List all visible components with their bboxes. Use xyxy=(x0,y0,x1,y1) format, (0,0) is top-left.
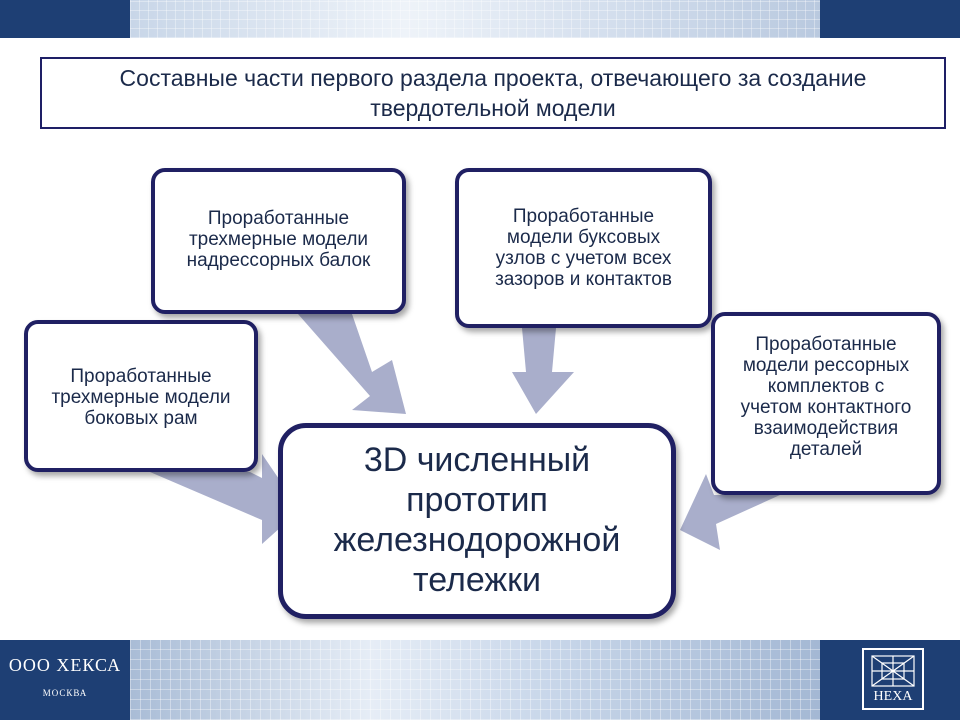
side-frames-text: Проработанные трехмерные модели боковых … xyxy=(51,366,231,429)
company-name: ООО ХЕКСА xyxy=(8,655,122,675)
axle-box-box: Проработанные модели буксовых узлов с уч… xyxy=(455,168,712,328)
arrow-from-side-frames xyxy=(150,454,300,544)
company-block: ООО ХЕКСА МОСКВА xyxy=(0,655,130,698)
center-prototype-text: 3D численный прототип железнодорожной те… xyxy=(333,441,621,599)
side-frames-box: Проработанные трехмерные модели боковых … xyxy=(24,320,258,472)
logo-text: HEXA xyxy=(864,689,922,705)
logo-mark-icon xyxy=(871,655,915,687)
arrow-from-spring xyxy=(680,474,780,550)
company-city: МОСКВА xyxy=(42,688,88,698)
arrow-from-bolster xyxy=(298,314,406,414)
hexa-logo: HEXA xyxy=(862,648,924,710)
slide-title: Составные части первого раздела проекта,… xyxy=(40,57,946,129)
center-prototype-box: 3D численный прототип железнодорожной те… xyxy=(278,423,676,619)
mesh-image-top xyxy=(130,0,820,38)
spring-set-text: Проработанные модели рессорных комплекто… xyxy=(740,334,912,460)
footer-band xyxy=(0,640,960,720)
bolster-text: Проработанные трехмерные модели надрессо… xyxy=(186,208,371,271)
header-band xyxy=(0,0,960,38)
mesh-image-bottom xyxy=(130,640,820,720)
axle-box-text: Проработанные модели буксовых узлов с уч… xyxy=(495,206,672,290)
slide-title-text: Составные части первого раздела проекта,… xyxy=(119,65,867,121)
spring-set-box: Проработанные модели рессорных комплекто… xyxy=(711,312,941,495)
arrow-from-axle-box xyxy=(512,328,574,414)
bolster-box: Проработанные трехмерные модели надрессо… xyxy=(151,168,406,314)
